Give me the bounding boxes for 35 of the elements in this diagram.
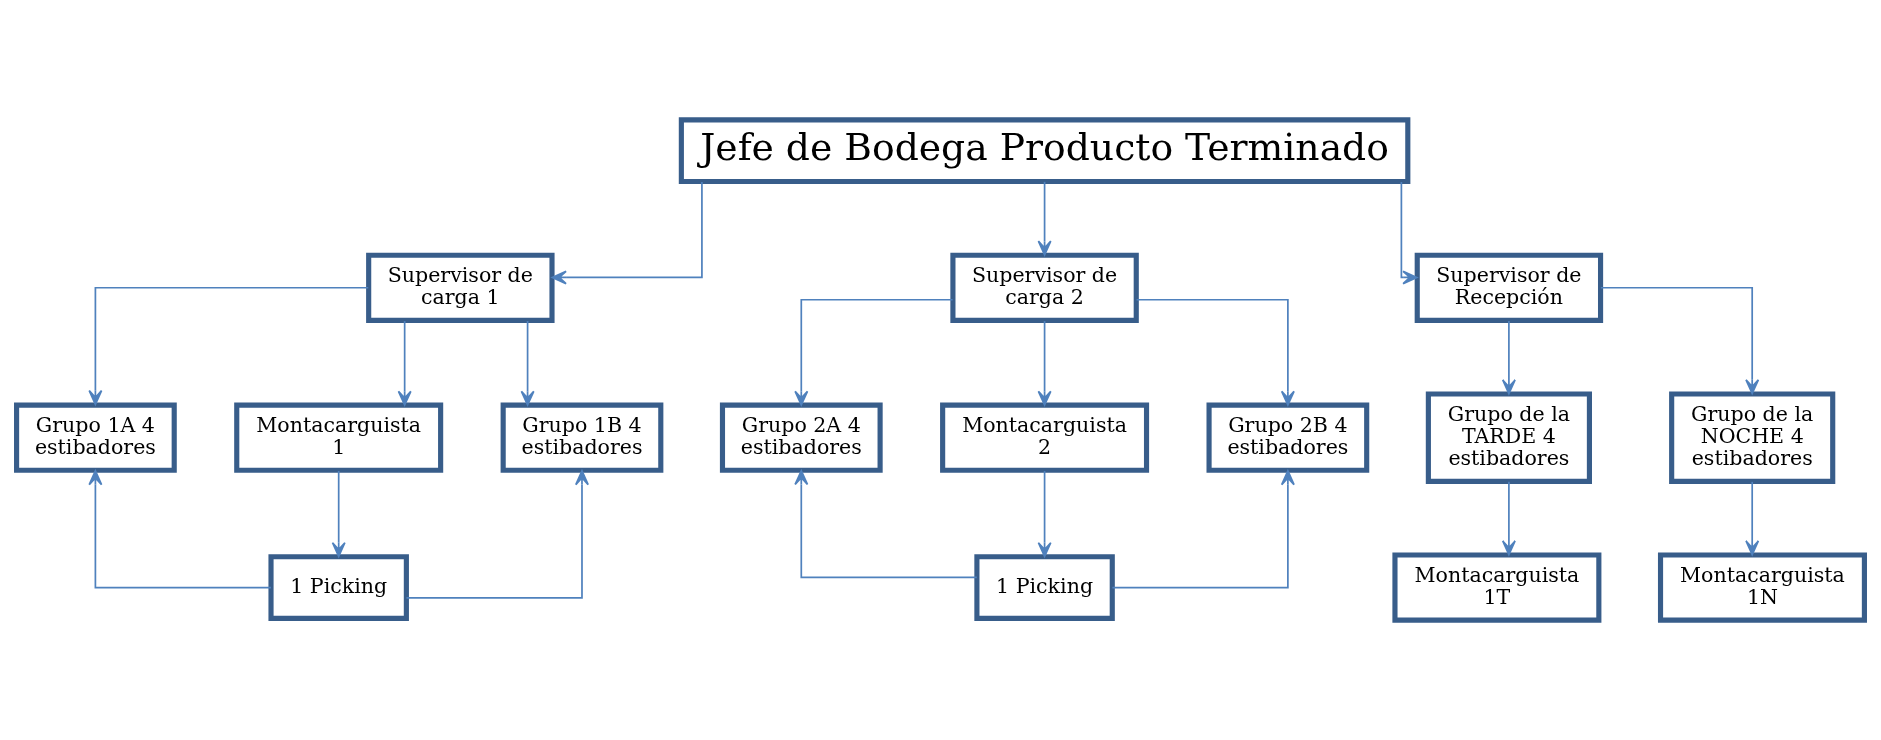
node-box: Jefe de Bodega Producto Terminado [678,117,1411,185]
node-box: Montacarguista 1N [1657,552,1867,623]
arrow [1501,481,1516,556]
node-box: Grupo 2A 4 estibadores [719,402,883,473]
node-box: Montacarguista 2 [940,402,1150,473]
arrow [397,320,412,406]
arrow [794,298,954,406]
arrow [1745,481,1760,556]
node-box: Grupo de la TARDE 4 estibadores [1425,391,1592,484]
arrow [1037,470,1052,558]
node-box: Grupo 1A 4 estibadores [14,402,177,473]
node-box: Grupo 1B 4 estibadores [500,402,664,473]
arrow [405,470,589,599]
node-box: Supervisor de carga 1 [366,252,555,323]
arrow [1111,470,1295,589]
arrow [1400,181,1418,285]
arrow [1037,180,1052,256]
arrow [1037,320,1052,406]
node-box: Montacarguista 1T [1392,552,1602,623]
arrow [551,181,703,285]
arrow [520,320,535,406]
node-box: Supervisor de carga 2 [950,252,1139,323]
node-box: 1 Picking [974,554,1115,621]
arrow [88,470,272,589]
node-box: Grupo de la NOCHE 4 estibadores [1669,391,1836,484]
arrow [331,470,346,558]
node-box: Grupo 2B 4 estibadores [1206,402,1370,473]
arrow [1501,320,1516,395]
node-box: Montacarguista 1 [234,402,444,473]
arrow [794,469,978,579]
arrow [88,286,370,406]
node-box: Supervisor de Recepción [1414,252,1604,323]
arrow [1600,286,1760,395]
node-box: 1 Picking [268,554,409,621]
arrow [1135,298,1295,406]
